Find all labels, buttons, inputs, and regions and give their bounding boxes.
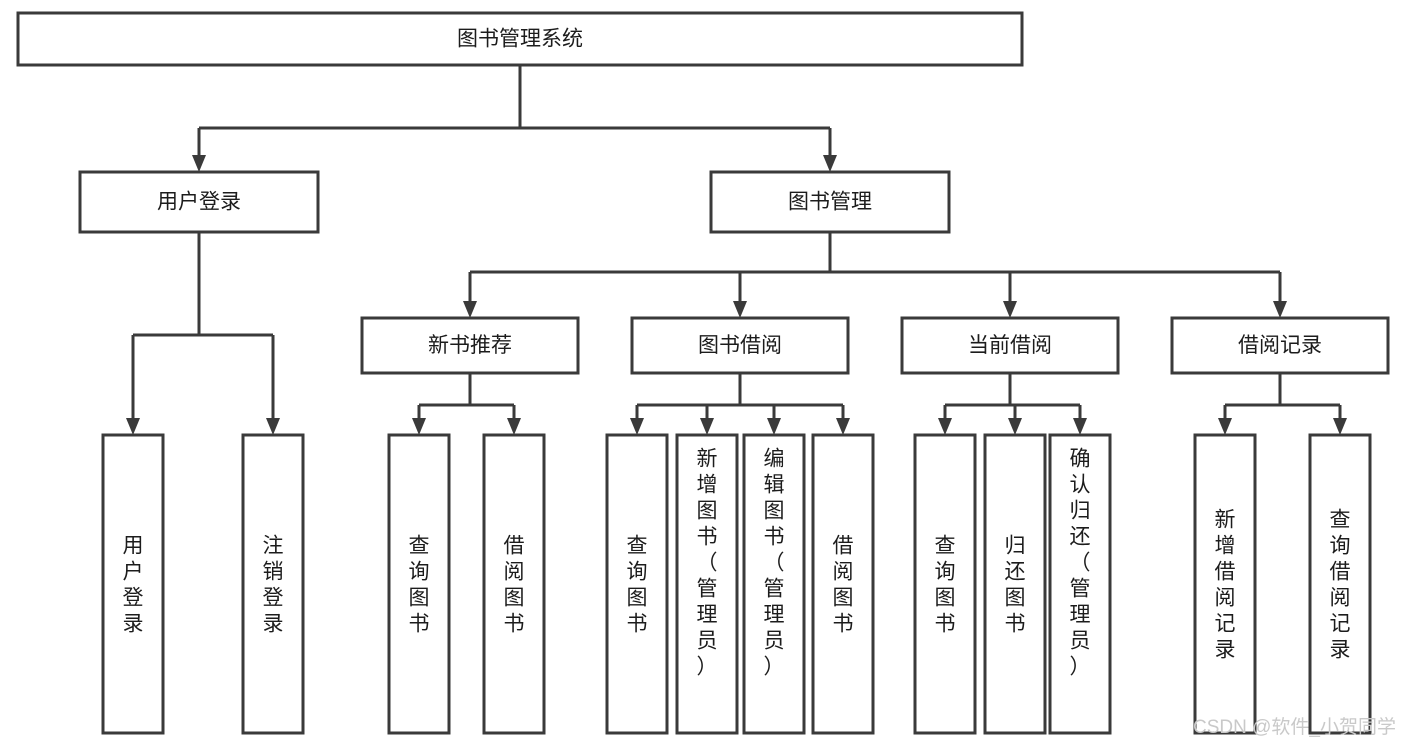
node-box-leaf-return-book[interactable]	[983, 433, 1047, 735]
node-leaf-borrow-book-2[interactable]: 借阅图书	[811, 433, 875, 735]
node-box-leaf-query-book-2[interactable]	[605, 433, 669, 735]
node-leaf-add-book[interactable]: 新增图书（管理员）	[675, 433, 739, 735]
csdn-watermark: CSDN @软件_小贺同学	[1193, 716, 1396, 738]
node-box-leaf-confirm-return[interactable]	[1048, 433, 1112, 735]
arrow-head-icon	[266, 418, 280, 435]
arrow-head-icon	[700, 418, 714, 435]
node-label-new-book-recommend: 新书推荐	[428, 334, 512, 357]
node-new-book-recommend[interactable]: 新书推荐	[360, 316, 580, 375]
node-box-book-borrow[interactable]	[630, 316, 850, 375]
node-label-user-login: 用户登录	[157, 191, 241, 214]
arrow-head-icon	[733, 301, 747, 318]
node-box-leaf-query-record[interactable]	[1308, 433, 1372, 735]
node-leaf-add-record[interactable]: 新增借阅记录	[1193, 433, 1257, 735]
node-leaf-confirm-return[interactable]: 确认归还（管理员）	[1048, 433, 1112, 735]
arrow-head-icon	[767, 418, 781, 435]
node-leaf-logout[interactable]: 注销登录	[241, 433, 305, 735]
node-leaf-query-book-1[interactable]: 查询图书	[387, 433, 451, 735]
node-box-leaf-borrow-book-1[interactable]	[482, 433, 546, 735]
node-label-leaf-query-record: 查询借阅记录	[1330, 508, 1351, 661]
arrow-head-icon	[192, 155, 206, 172]
arrow-head-icon	[1273, 301, 1287, 318]
node-label-root: 图书管理系统	[457, 28, 583, 51]
node-box-book-manage[interactable]	[709, 170, 951, 234]
arrow-head-icon	[836, 418, 850, 435]
arrow-head-icon	[126, 418, 140, 435]
node-box-leaf-query-book-1[interactable]	[387, 433, 451, 735]
node-label-leaf-logout: 注销登录	[263, 534, 284, 635]
node-book-borrow[interactable]: 图书借阅	[630, 316, 850, 375]
node-leaf-query-record[interactable]: 查询借阅记录	[1308, 433, 1372, 735]
node-box-user-login[interactable]	[78, 170, 320, 234]
arrow-head-icon	[507, 418, 521, 435]
arrow-head-icon	[823, 155, 837, 172]
node-label-leaf-return-book: 归还图书	[1005, 534, 1026, 635]
node-leaf-edit-book[interactable]: 编辑图书（管理员）	[742, 433, 806, 735]
arrow-head-icon	[1333, 418, 1347, 435]
node-leaf-query-book-3[interactable]: 查询图书	[913, 433, 977, 735]
node-box-leaf-add-record[interactable]	[1193, 433, 1257, 735]
node-label-leaf-query-book-3: 查询图书	[935, 534, 956, 635]
node-leaf-borrow-book-1[interactable]: 借阅图书	[482, 433, 546, 735]
node-label-borrow-record: 借阅记录	[1238, 334, 1322, 357]
node-label-leaf-query-book-1: 查询图书	[409, 534, 430, 635]
node-leaf-user-login[interactable]: 用户登录	[101, 433, 165, 735]
node-box-leaf-edit-book[interactable]	[742, 433, 806, 735]
node-box-leaf-query-book-3[interactable]	[913, 433, 977, 735]
node-box-current-borrow[interactable]	[900, 316, 1120, 375]
node-label-leaf-query-book-2: 查询图书	[627, 534, 648, 635]
connector-layer	[126, 65, 1347, 435]
arrow-head-icon	[1008, 418, 1022, 435]
node-box-new-book-recommend[interactable]	[360, 316, 580, 375]
node-label-leaf-borrow-book-2: 借阅图书	[833, 534, 854, 635]
node-book-manage[interactable]: 图书管理	[709, 170, 951, 234]
node-label-leaf-edit-book: 编辑图书（管理员）	[764, 447, 785, 678]
node-box-leaf-user-login[interactable]	[101, 433, 165, 735]
node-label-leaf-user-login: 用户登录	[123, 534, 144, 635]
node-label-book-borrow: 图书借阅	[698, 334, 782, 357]
node-box-root[interactable]	[16, 11, 1024, 67]
node-label-current-borrow: 当前借阅	[968, 334, 1052, 357]
node-root[interactable]: 图书管理系统	[16, 11, 1024, 67]
node-box-leaf-add-book[interactable]	[675, 433, 739, 735]
arrow-head-icon	[1218, 418, 1232, 435]
node-user-login[interactable]: 用户登录	[78, 170, 320, 234]
node-box-borrow-record[interactable]	[1170, 316, 1390, 375]
node-label-book-manage: 图书管理	[788, 191, 872, 214]
arrow-head-icon	[1003, 301, 1017, 318]
node-box-leaf-logout[interactable]	[241, 433, 305, 735]
arrow-head-icon	[463, 301, 477, 318]
node-label-leaf-add-record: 新增借阅记录	[1215, 508, 1236, 661]
node-label-leaf-borrow-book-1: 借阅图书	[504, 534, 525, 635]
arrow-head-icon	[412, 418, 426, 435]
node-box-leaf-borrow-book-2[interactable]	[811, 433, 875, 735]
node-leaf-return-book[interactable]: 归还图书	[983, 433, 1047, 735]
node-borrow-record[interactable]: 借阅记录	[1170, 316, 1390, 375]
arrow-head-icon	[630, 418, 644, 435]
node-label-leaf-confirm-return: 确认归还（管理员）	[1070, 447, 1091, 678]
node-layer: 图书管理系统用户登录图书管理新书推荐图书借阅当前借阅借阅记录用户登录注销登录查询…	[16, 11, 1390, 735]
arrow-head-icon	[1073, 418, 1087, 435]
node-leaf-query-book-2[interactable]: 查询图书	[605, 433, 669, 735]
node-label-leaf-add-book: 新增图书（管理员）	[697, 447, 718, 678]
node-current-borrow[interactable]: 当前借阅	[900, 316, 1120, 375]
arrow-head-icon	[938, 418, 952, 435]
